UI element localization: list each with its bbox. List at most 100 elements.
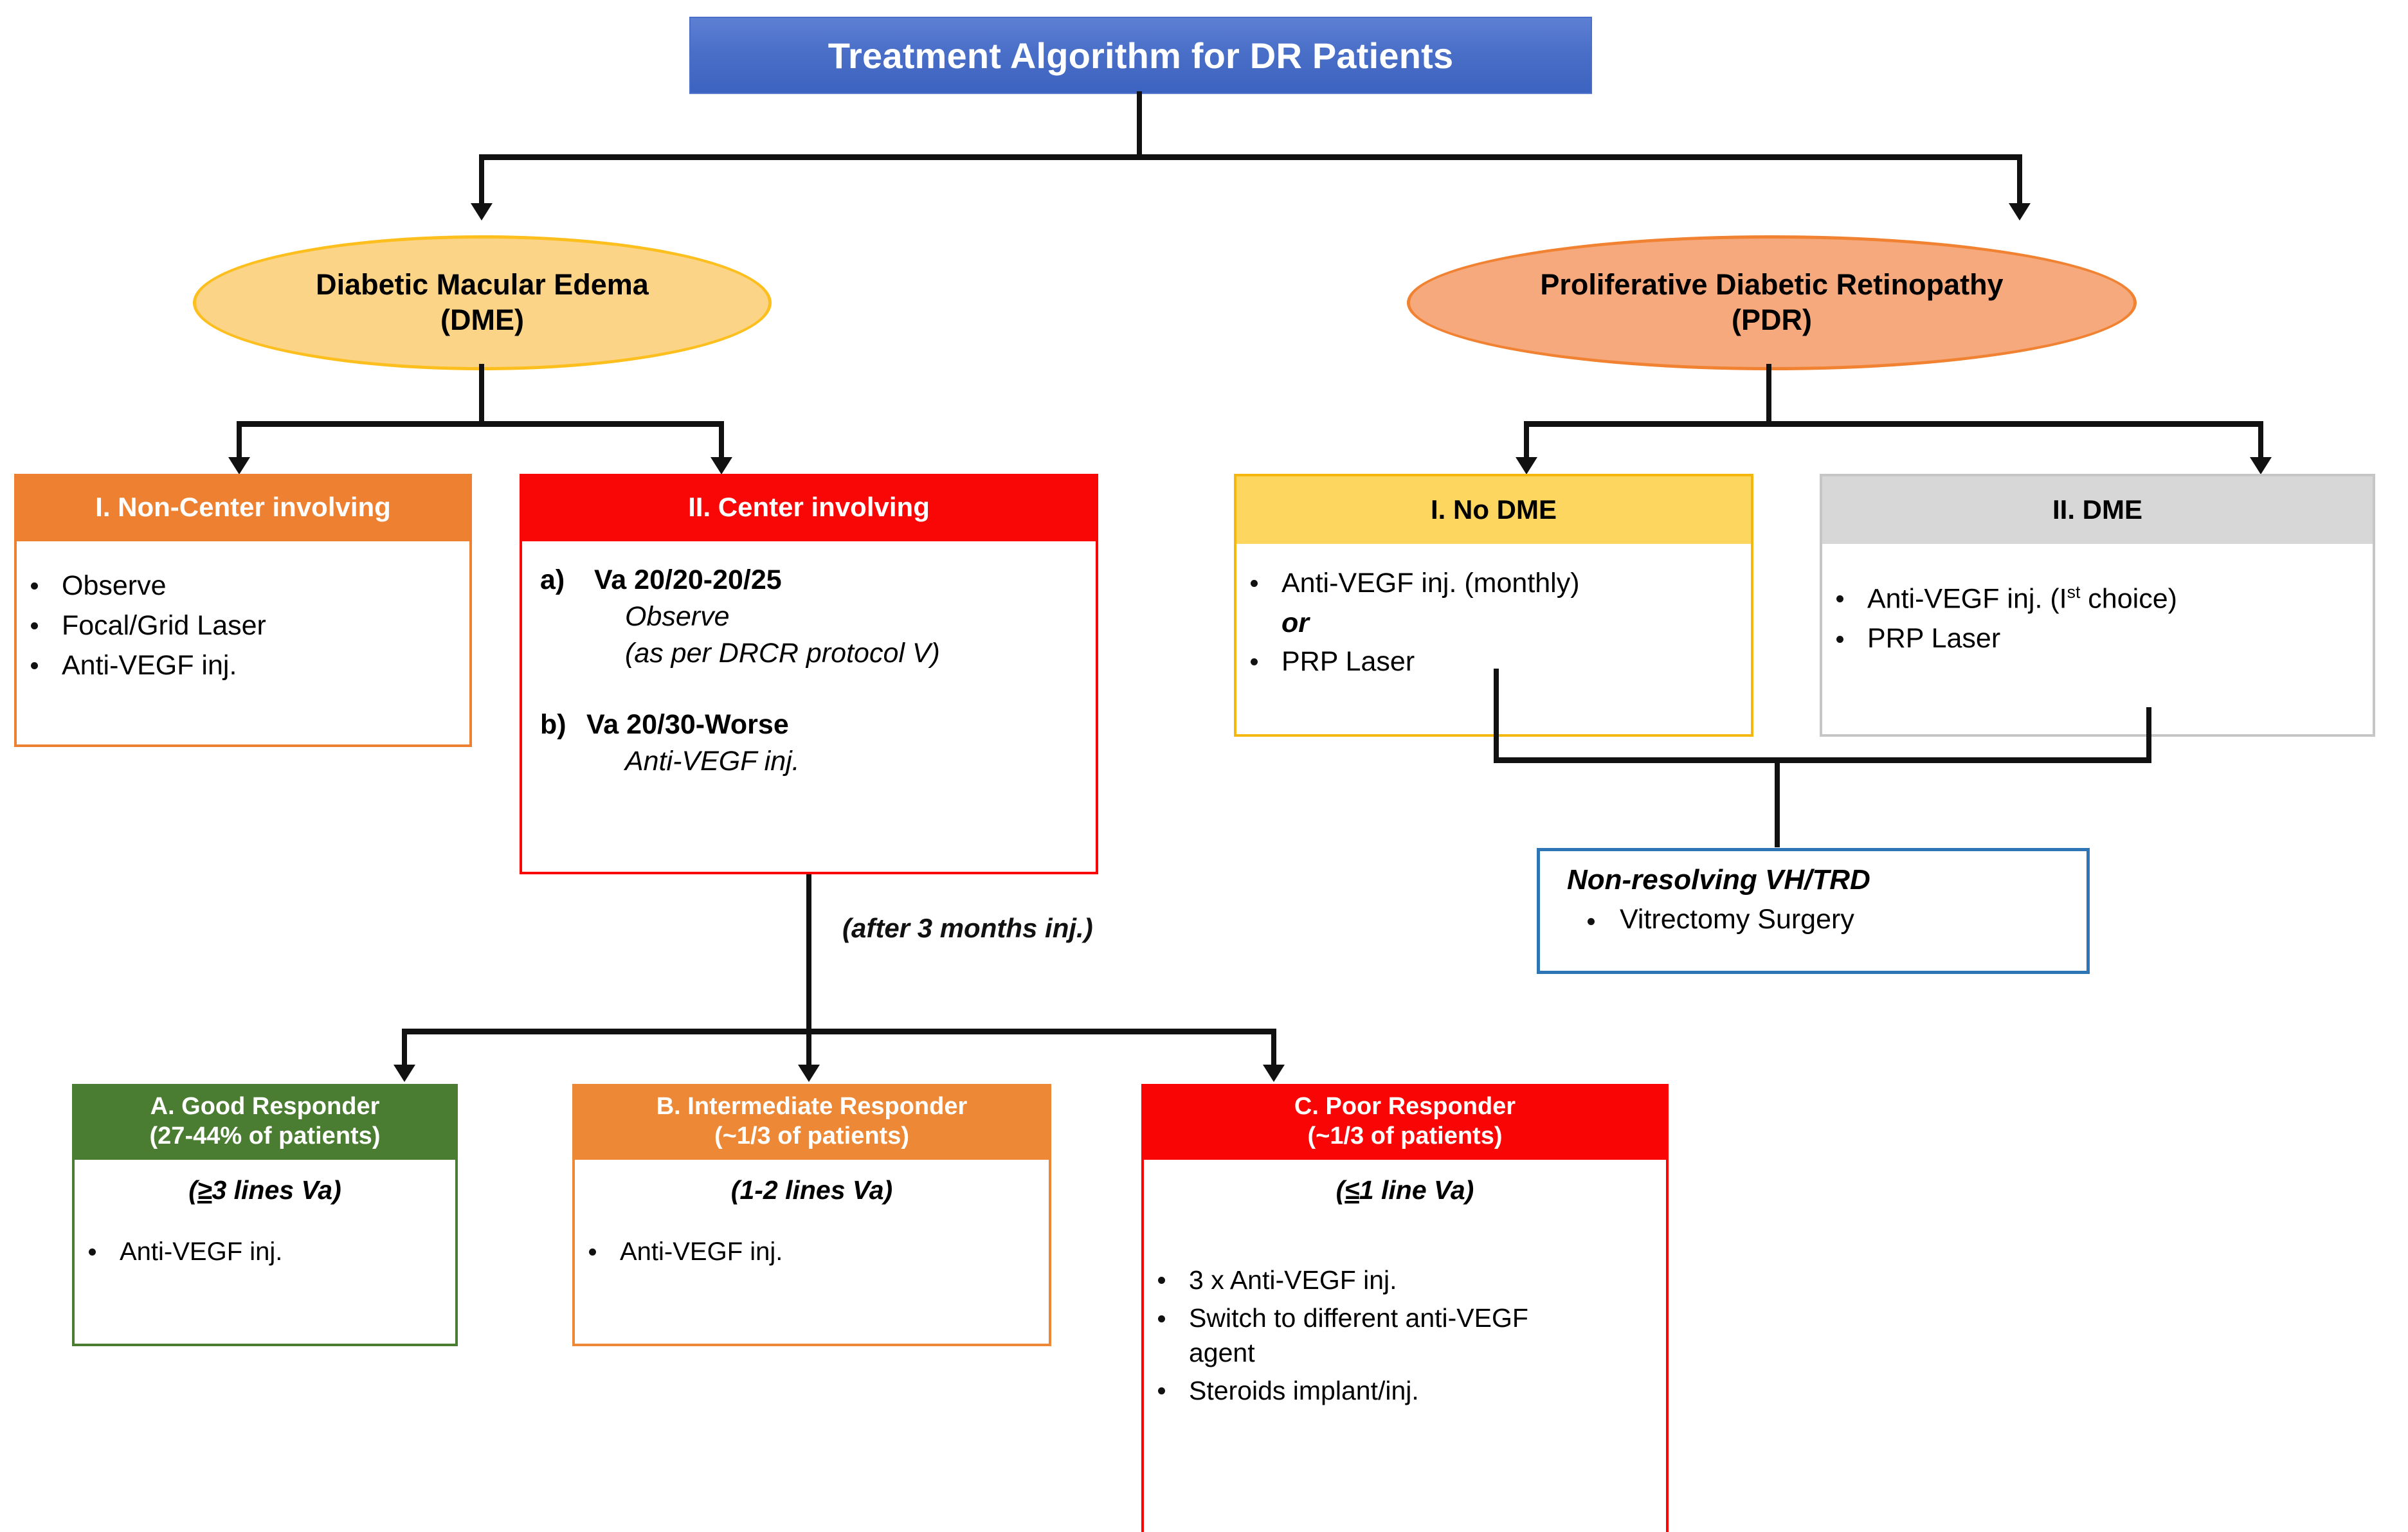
no-dme-list: Anti-VEGF inj. (monthly) or PRP Laser <box>1236 566 1751 680</box>
poor-header-line2: (~1/3 of patients) <box>1307 1122 1503 1149</box>
good-responder-list: Anti-VEGF inj. <box>75 1235 455 1268</box>
card-poor-responder-body: (≤1 line Va) 3 x Anti-VEGF inj. Switch t… <box>1141 1160 1669 1532</box>
connector-pdr-merge-bar <box>1494 757 2151 763</box>
list-item: Steroids implant/inj. <box>1144 1374 1666 1408</box>
list-item: PRP Laser <box>1236 644 1751 680</box>
card-pdr-dme-header-text: II. DME <box>2052 494 2142 525</box>
good-va-rest: 3 lines Va) <box>212 1175 341 1205</box>
center-option-b-sub1: Anti-VEGF inj. <box>625 746 800 777</box>
connector-pdr-bar <box>1524 421 2263 427</box>
inter-va-band: (1-2 lines Va) <box>730 1175 893 1205</box>
connector-responder-right-drop <box>1271 1029 1276 1067</box>
connector-dme-stem <box>479 364 484 424</box>
list-item: Anti-VEGF inj. <box>75 1235 455 1268</box>
list-item: Anti-VEGF inj. (monthly) <box>1236 566 1751 602</box>
page-title-text: Treatment Algorithm for DR Patients <box>828 35 1454 76</box>
pdr-dme-item1-post: choice) <box>2080 583 2177 615</box>
node-dme: Diabetic Macular Edema (DME) <box>193 235 772 370</box>
node-pdr: Proliferative Diabetic Retinopathy (PDR) <box>1407 235 2137 370</box>
poor-va-band: (≤1 line Va) <box>1144 1175 1666 1205</box>
center-option-b: b) Va 20/30-Worse Anti-VEGF inj. <box>522 709 1096 777</box>
card-poor-responder: C. Poor Responder (~1/3 of patients) (≤1… <box>1141 1084 1669 1532</box>
center-option-a-label: a) <box>540 564 565 595</box>
intermediate-responder-list: Anti-VEGF inj. <box>575 1235 1049 1268</box>
center-option-b-title: Va 20/30-Worse <box>586 709 789 740</box>
arrow-to-good-responder <box>394 1065 415 1082</box>
card-non-resolving-vh-trd: Non-resolving VH/TRD Vitrectomy Surgery <box>1537 848 2090 974</box>
connector-dme-bar <box>237 421 724 427</box>
poor-va-symbol: ≤ <box>1344 1175 1359 1205</box>
poor-va-rest: 1 line Va) <box>1359 1175 1474 1205</box>
connector-pdr-stem <box>1766 364 1771 424</box>
node-dme-line1: Diabetic Macular Edema <box>316 268 649 302</box>
node-pdr-line2: (PDR) <box>1732 303 1812 336</box>
poor-responder-list: 3 x Anti-VEGF inj. Switch to different a… <box>1144 1263 1666 1408</box>
connector-title-right-drop <box>2017 154 2022 206</box>
card-good-responder-body: (≥3 lines Va) Anti-VEGF inj. <box>72 1160 458 1346</box>
card-intermediate-responder-header: B. Intermediate Responder (~1/3 of patie… <box>572 1084 1051 1160</box>
list-item: Focal/Grid Laser <box>17 608 469 644</box>
card-non-center-header-text: I. Non-Center involving <box>95 492 391 523</box>
good-va-prefix: ( <box>188 1175 197 1205</box>
connector-pdr-left-drop <box>1524 421 1529 460</box>
list-item: 3 x Anti-VEGF inj. <box>1144 1263 1666 1297</box>
connector-responder-left-drop <box>402 1029 407 1067</box>
connector-dme-right-drop <box>719 421 724 460</box>
connector-pdr-right-drop <box>2258 421 2263 460</box>
node-pdr-line1: Proliferative Diabetic Retinopathy <box>1540 268 2004 302</box>
card-good-responder: A. Good Responder (27-44% of patients) (… <box>72 1084 458 1346</box>
card-center-involving: II. Center involving a) Va 20/20-20/25 O… <box>520 474 1098 874</box>
connector-center-stem <box>806 874 811 1035</box>
good-va-band: (≥3 lines Va) <box>75 1175 455 1205</box>
non-center-list: Observe Focal/Grid Laser Anti-VEGF inj. <box>17 568 469 684</box>
pdr-dme-item1-pre: Anti-VEGF inj. (I <box>1867 583 2067 615</box>
connector-to-vhtrd <box>1775 757 1780 847</box>
list-item: PRP Laser <box>1822 621 2373 657</box>
center-option-a: a) Va 20/20-20/25 Observe (as per DRCR p… <box>522 564 1096 669</box>
arrow-to-dme <box>471 203 493 221</box>
card-intermediate-responder-body: (1-2 lines Va) Anti-VEGF inj. <box>572 1160 1051 1346</box>
vhtrd-item: Vitrectomy Surgery <box>1540 904 2087 935</box>
card-no-dme-header-text: I. No DME <box>1431 494 1557 525</box>
inter-header-line1: B. Intermediate Responder <box>656 1093 968 1121</box>
followup-note: (after 3 months inj.) <box>842 913 1093 943</box>
connector-title-bar <box>479 154 2022 160</box>
card-center-body: a) Va 20/20-20/25 Observe (as per DRCR p… <box>520 541 1098 874</box>
arrow-to-pdr-dme <box>2250 457 2272 474</box>
connector-responder-mid-drop <box>806 1029 811 1067</box>
card-pdr-dme-body: Anti-VEGF inj. (Ist choice) PRP Laser <box>1820 544 2375 737</box>
card-poor-responder-header: C. Poor Responder (~1/3 of patients) <box>1141 1084 1669 1160</box>
vhtrd-header: Non-resolving VH/TRD <box>1567 864 1870 896</box>
card-center-header: II. Center involving <box>520 474 1098 541</box>
connector-dme-left-drop <box>237 421 242 460</box>
arrow-to-no-dme <box>1516 457 1537 474</box>
card-non-center-involving: I. Non-Center involving Observe Focal/Gr… <box>14 474 472 747</box>
good-va-symbol: ≥ <box>197 1175 212 1205</box>
card-intermediate-responder: B. Intermediate Responder (~1/3 of patie… <box>572 1084 1051 1346</box>
connector-title-left-drop <box>479 154 484 206</box>
node-dme-line2: (DME) <box>440 303 524 336</box>
card-good-responder-header: A. Good Responder (27-44% of patients) <box>72 1084 458 1160</box>
no-dme-connector: or <box>1281 607 1309 638</box>
page-title: Treatment Algorithm for DR Patients <box>689 17 1592 94</box>
list-item: Anti-VEGF inj. <box>575 1235 1049 1268</box>
arrow-to-poor-responder <box>1263 1065 1285 1082</box>
arrow-to-non-center <box>228 457 250 474</box>
arrow-to-pdr <box>2009 203 2031 221</box>
connector-pdrdme-down <box>2146 707 2151 760</box>
poor-header-line1: C. Poor Responder <box>1294 1093 1516 1121</box>
arrow-to-intermediate-responder <box>798 1065 820 1082</box>
connector-title-stem <box>1137 91 1142 157</box>
good-header-line2: (27-44% of patients) <box>149 1122 381 1149</box>
center-option-a-sub2: (as per DRCR protocol V) <box>625 638 940 669</box>
poor-va-prefix: ( <box>1335 1175 1345 1205</box>
pdr-dme-list: Anti-VEGF inj. (Ist choice) PRP Laser <box>1822 581 2373 657</box>
list-item: Switch to different anti-VEGF agent <box>1144 1301 1549 1370</box>
card-center-header-text: II. Center involving <box>688 492 930 523</box>
center-option-a-sub1: Observe <box>625 601 730 632</box>
center-option-a-title: Va 20/20-20/25 <box>594 564 782 595</box>
card-no-dme-header: I. No DME <box>1234 474 1753 544</box>
list-item: Observe <box>17 568 469 604</box>
good-header-line1: A. Good Responder <box>150 1093 380 1121</box>
